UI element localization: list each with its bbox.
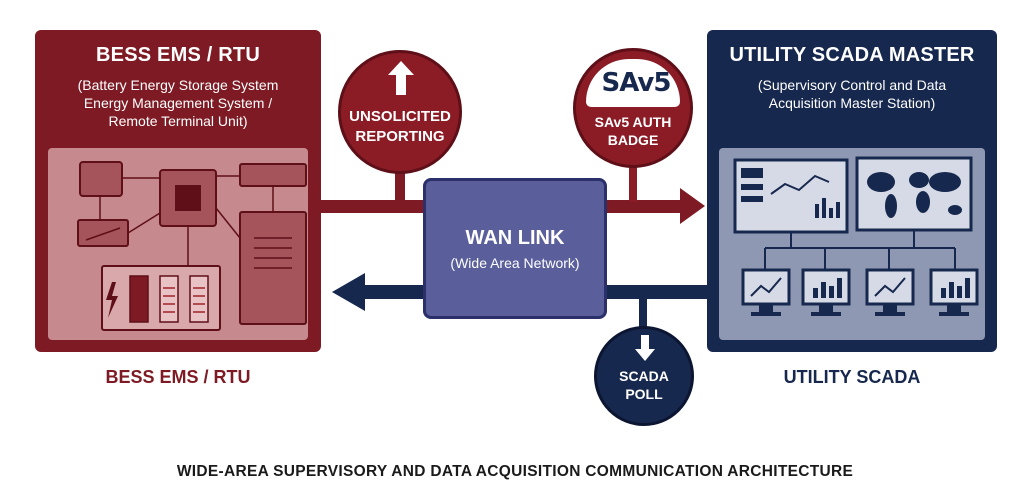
bess-subtitle-line: Remote Terminal Unit) xyxy=(108,113,248,129)
scada-poll-label-line: POLL xyxy=(625,386,663,402)
relay-module-icon xyxy=(79,161,123,197)
unsolicited-label-line: UNSOLICITED xyxy=(349,108,451,125)
sav5-label-line: SAv5 AUTH xyxy=(594,114,672,130)
bess-title: BESS EMS / RTU xyxy=(96,44,260,66)
workstation-icon xyxy=(865,268,915,306)
wan-link-box: WAN LINK (Wide Area Network) xyxy=(423,178,607,319)
scada-subtitle-line: (Supervisory Control and Data xyxy=(757,77,947,93)
badge-connector xyxy=(629,160,637,202)
sav5-auth-badge: SAv5 SAv5 AUTH BADGE xyxy=(573,48,693,168)
scada-subtitle-line: Acquisition Master Station) xyxy=(768,95,936,111)
wan-subtitle: (Wide Area Network) xyxy=(450,255,580,271)
inverter-icon xyxy=(77,219,129,247)
scada-schematic-drawing xyxy=(733,156,979,316)
lightning-icon xyxy=(106,282,118,318)
bess-caption: BESS EMS / RTU xyxy=(105,367,251,387)
scada-poll-label: SCADA POLL xyxy=(597,367,691,403)
scada-panel: UTILITY SCADA MASTER (Supervisory Contro… xyxy=(707,30,997,352)
sav5-logo-text: SAv5 xyxy=(601,68,672,98)
workstation-icon xyxy=(741,268,791,306)
bess-panel: BESS EMS / RTU (Battery Energy Storage S… xyxy=(35,30,321,352)
scada-poll-badge: SCADA POLL xyxy=(594,326,694,426)
arrow-up-icon xyxy=(388,61,414,95)
bess-schematic xyxy=(48,148,308,340)
scada-title: UTILITY SCADA MASTER xyxy=(729,44,975,66)
scada-subtitle: (Supervisory Control and Data Acquisitio… xyxy=(707,76,997,112)
sav5-logo: SAv5 xyxy=(596,68,676,98)
arrow-down-icon xyxy=(635,335,655,361)
unsolicited-connector xyxy=(395,168,405,202)
sav5-label-line: BADGE xyxy=(607,132,659,148)
wan-title: WAN LINK xyxy=(465,227,565,249)
sav5-label: SAv5 AUTH BADGE xyxy=(576,113,690,149)
bess-subtitle-line: Energy Management System / xyxy=(83,95,273,111)
scada-poll-label-line: SCADA xyxy=(619,368,669,384)
unsolicited-label-line: REPORTING xyxy=(355,128,445,145)
bess-schematic-drawing xyxy=(77,161,307,331)
bess-subtitle: (Battery Energy Storage System Energy Ma… xyxy=(35,76,321,130)
unsolicited-reporting-badge: UNSOLICITED REPORTING xyxy=(338,50,462,174)
scada-caption: UTILITY SCADA xyxy=(783,367,921,387)
diagram-footer-title: WIDE-AREA SUPERVISORY AND DATA ACQUISITI… xyxy=(176,463,854,480)
world-map-icon xyxy=(855,156,973,232)
scada-schematic xyxy=(719,148,985,340)
io-module-icon xyxy=(239,163,307,187)
poll-connector xyxy=(639,298,647,328)
bess-subtitle-line: (Battery Energy Storage System xyxy=(77,77,279,93)
unsolicited-label: UNSOLICITED REPORTING xyxy=(341,107,459,147)
